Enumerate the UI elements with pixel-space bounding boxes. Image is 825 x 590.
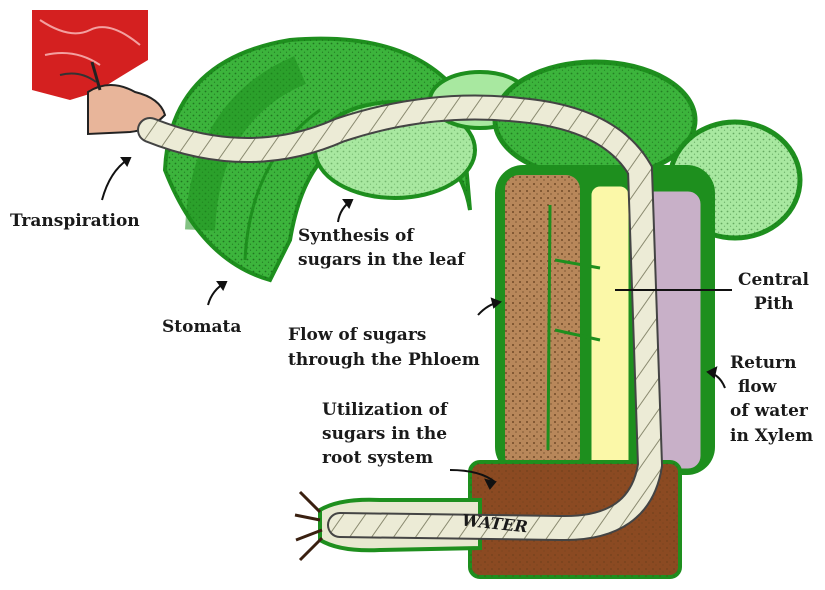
label-transpiration: Transpiration — [10, 211, 140, 232]
label-stomata: Stomata — [162, 317, 241, 338]
label-return-1: Return — [730, 353, 796, 374]
label-utilization-2: sugars in the — [322, 424, 447, 445]
label-return-3: of water — [730, 401, 808, 422]
label-synthesis-2: sugars in the leaf — [298, 250, 465, 271]
label-return-2: flow — [738, 377, 776, 398]
label-central-2: Pith — [754, 294, 793, 315]
label-utilization-1: Utilization of — [322, 400, 447, 421]
label-synthesis-1: Synthesis of — [298, 226, 414, 247]
label-flow-2: through the Phloem — [288, 350, 480, 371]
label-utilization-3: root system — [322, 448, 433, 469]
sun-icon — [32, 10, 148, 100]
pith-column — [590, 185, 630, 470]
label-return-4: in Xylem — [730, 426, 813, 447]
label-flow-1: Flow of sugars — [288, 325, 426, 346]
stem — [495, 165, 715, 475]
label-central-1: Central — [738, 270, 809, 291]
